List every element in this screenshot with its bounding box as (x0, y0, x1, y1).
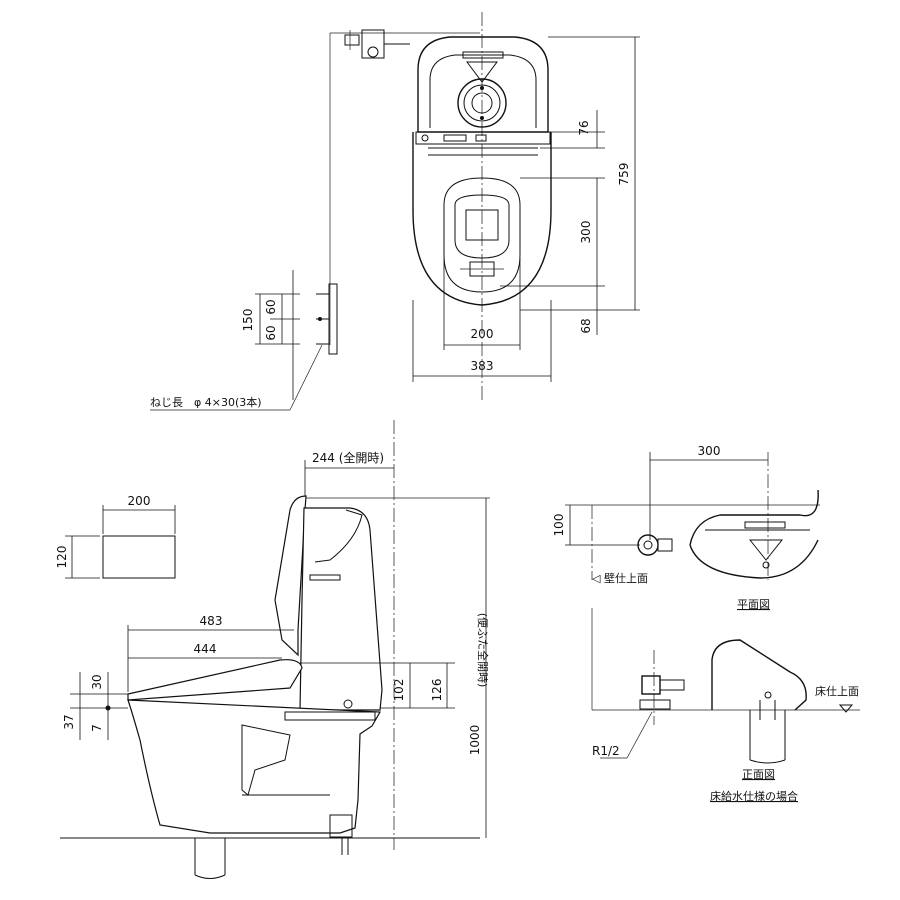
control-dot (421, 134, 429, 142)
dim-300: 300 (579, 221, 593, 244)
screw-note-leader (289, 344, 323, 411)
detail-views: 300 100 ◁ 壁仕上面 平面図 (552, 444, 860, 803)
front-view-subtitle: 床給水仕様の場合 (710, 789, 798, 803)
plan-dims-right (500, 36, 640, 335)
dim-244: 244 (全開時) (312, 450, 384, 465)
tank-cone (466, 61, 498, 83)
detail-dim-300: 300 (698, 444, 721, 458)
dim-30: 30 (90, 674, 104, 689)
dim-444: 444 (194, 642, 217, 656)
hinge-bolt (343, 699, 353, 709)
dim-60-lower: 60 (264, 325, 278, 340)
remote-box (102, 535, 176, 579)
internal-trap (241, 724, 291, 796)
tank-slot (309, 574, 341, 581)
open-lid (274, 495, 307, 657)
bowl-body (127, 699, 382, 834)
floor-finish-label: 床仕上面 (815, 684, 859, 698)
bowl-outline (412, 132, 552, 306)
detail-dim-100: 100 (552, 514, 566, 537)
tank-ring-outer (457, 78, 507, 128)
tank-ring-core (471, 92, 493, 114)
screw-note: ねじ長 φ 4×30(3本) (150, 395, 262, 409)
note-lid-open: (便ふた全開時) (476, 613, 490, 688)
control-band (415, 131, 551, 145)
dim-759: 759 (617, 163, 631, 186)
bracket-dims (255, 270, 300, 400)
dim-483: 483 (200, 614, 223, 628)
r-leader (626, 711, 653, 759)
plan-valve (637, 534, 673, 556)
plan-detail-cone (748, 539, 784, 561)
wall-bracket (316, 283, 338, 355)
dim-102: 102 (392, 679, 406, 702)
dim-150: 150 (241, 309, 255, 332)
control-knob (475, 134, 487, 142)
tank-outline (417, 36, 549, 133)
seat (127, 659, 303, 701)
dim-60-upper: 60 (264, 299, 278, 314)
drain-pipe-end (194, 874, 226, 879)
ring-mark (480, 86, 484, 90)
remote-width: 200 (128, 494, 151, 508)
dim-37: 37 (62, 714, 76, 729)
floor-valve (329, 814, 353, 838)
dim-68: 68 (579, 318, 593, 333)
ring-mark-2 (480, 116, 484, 120)
dim-200: 200 (471, 327, 494, 341)
dim-1000: 1000 (468, 725, 482, 756)
bowl-inner-rim (443, 177, 521, 293)
tank-ring-inner (463, 84, 501, 122)
front-valve (639, 675, 685, 710)
bowl-rim (284, 711, 376, 721)
tank-inner (429, 54, 537, 128)
dim-76: 76 (577, 120, 591, 135)
floor-arrow (838, 704, 854, 713)
bowl-outlet (465, 209, 499, 241)
dim-7: 7 (90, 724, 104, 732)
remote-height: 120 (55, 546, 69, 569)
top-plan-view: 76 759 300 68 200 383 150 60 60 (150, 12, 640, 411)
bowl-well (454, 194, 510, 259)
control-buttons (443, 134, 467, 142)
side-elevation-view: 200 120 244 (全開時) 483 444 (55, 420, 490, 879)
front-bowl-outline (711, 639, 807, 711)
plan-bowl-edge (689, 489, 819, 579)
front-view-title: 正面図 (742, 768, 775, 781)
plan-view-title: 平面図 (737, 598, 770, 611)
tank-curve (314, 509, 363, 563)
plan-dims-bottom (412, 258, 552, 382)
seat-reference-point (105, 705, 111, 711)
wall-finish-label: ◁ 壁仕上面 (592, 571, 648, 585)
tank-vent (462, 51, 504, 59)
dim-383: 383 (471, 359, 494, 373)
water-supply-valve (344, 29, 410, 59)
tank-body (299, 507, 383, 711)
pipe-size-label: R1/2 (592, 744, 620, 758)
dim-126: 126 (430, 679, 444, 702)
